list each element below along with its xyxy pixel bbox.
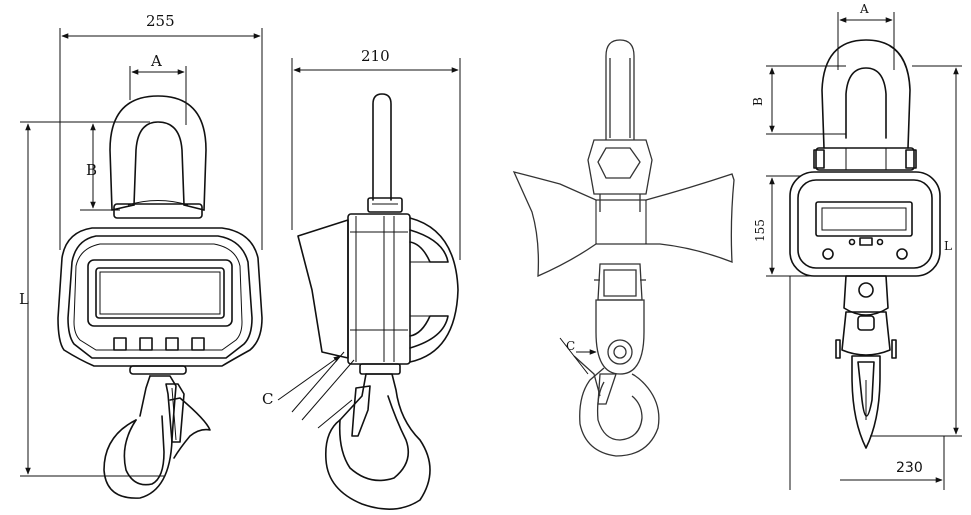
scale-body-side-left [297, 213, 459, 375]
dim-230: 230 [789, 276, 945, 490]
scale-body-front-left [57, 227, 263, 375]
shackle-side-left [367, 93, 403, 213]
key-button [113, 337, 127, 351]
dim-label-155: 155 [753, 219, 767, 242]
dim-a-front-left: A [129, 52, 187, 125]
shackle-side-right [587, 39, 653, 212]
dim-label-l-right: L [944, 239, 952, 253]
handle-side-right [512, 171, 735, 278]
dim-label-230: 230 [896, 460, 923, 476]
dim-label-a-right: A [859, 2, 869, 16]
dim-255-front-left: 255 [59, 12, 263, 250]
dim-b-front-right: B [751, 65, 846, 135]
dim-label-a: A [150, 52, 162, 70]
scale-body-front-right [789, 171, 941, 277]
key-button [139, 337, 153, 351]
dim-c-side-left: C [262, 351, 355, 429]
dim-label-c: C [262, 390, 273, 408]
lower-link-side-right [594, 263, 646, 375]
dim-label-255: 255 [146, 12, 175, 30]
key-button [165, 337, 179, 351]
dim-c-side-right: C [559, 337, 597, 375]
left-front-view: 255 A B L [19, 12, 263, 499]
dim-a-front-right: A [837, 2, 895, 70]
dim-label-b-right: B [751, 97, 765, 106]
right-side-view: C [512, 39, 735, 457]
dim-b-front-left: B [20, 121, 150, 211]
right-front-view: A B 155 [751, 2, 962, 490]
dim-label-c-right: C [566, 339, 575, 353]
hook-side-left [324, 373, 431, 510]
hook-side-right [573, 355, 660, 457]
shackle-front-right [813, 39, 917, 171]
dim-label-b: B [86, 161, 97, 179]
key-button [191, 337, 205, 351]
dim-210: 210 [291, 47, 461, 260]
left-side-view: 210 [262, 47, 461, 510]
dim-l-front-right: L [870, 65, 962, 437]
dim-l-front-left: L [19, 123, 165, 477]
dim-label-210: 210 [361, 47, 390, 65]
shackle-front-left [109, 95, 207, 219]
hook-front-left [103, 375, 211, 499]
dim-label-l: L [19, 290, 29, 308]
hook-front-right [835, 275, 897, 449]
